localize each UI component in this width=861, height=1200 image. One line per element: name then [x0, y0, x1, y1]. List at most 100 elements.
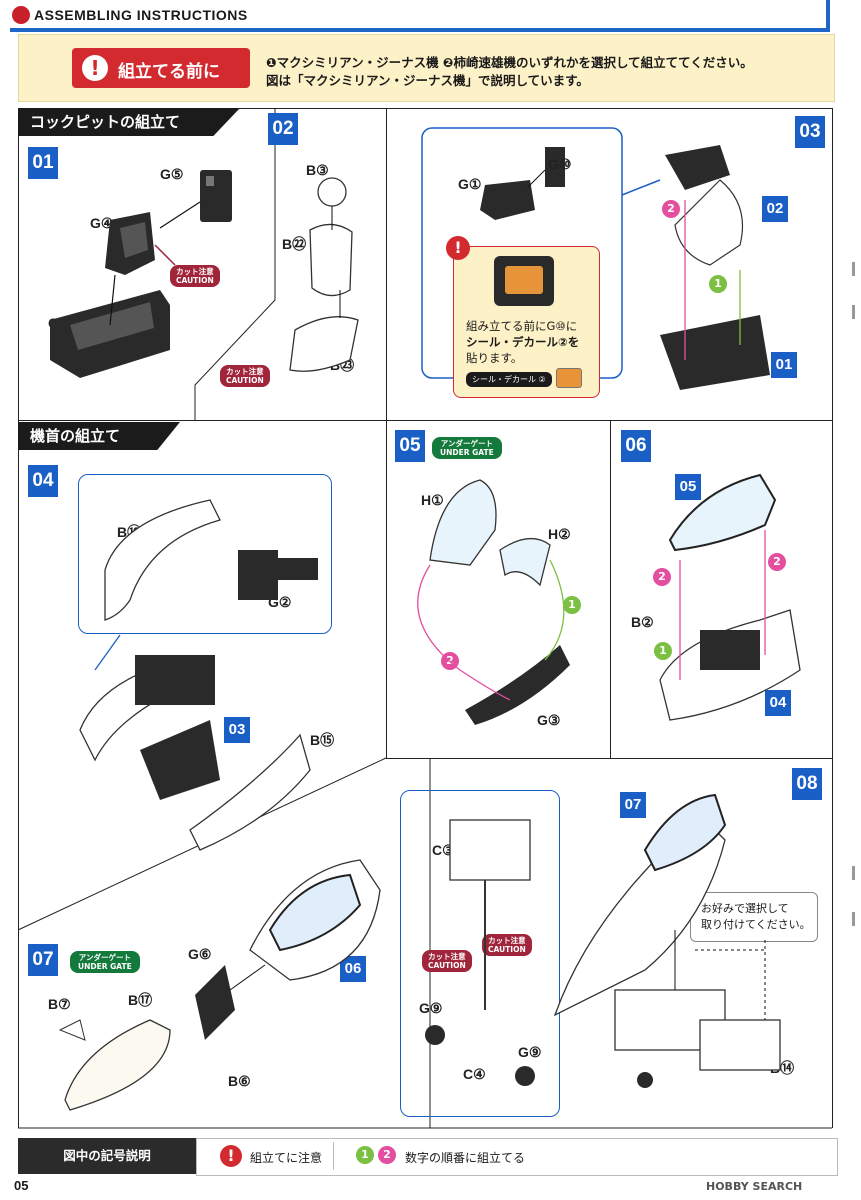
part-label-g1: G①	[458, 176, 482, 192]
step-04-ref-03: 03	[224, 717, 250, 743]
grid-line	[610, 420, 611, 758]
step-08-note-1: お好みで選択して	[701, 902, 789, 915]
step-08-ref-07: 07	[620, 792, 646, 818]
step-06-number: 06	[621, 430, 651, 462]
step-02-number: 02	[268, 113, 298, 145]
part-label-b7: B⑦	[48, 996, 71, 1012]
page-number: 05	[14, 1178, 29, 1193]
order-marker-2: 2	[653, 568, 671, 586]
margin-mark	[852, 262, 855, 276]
part-label-g6: G⑥	[188, 946, 212, 962]
step-05-illustration	[417, 479, 570, 725]
grid-line	[386, 758, 833, 759]
step-03-note-3: 貼ります。	[466, 351, 523, 365]
caution-jp: カット注意	[488, 936, 526, 945]
page-header-title: ASSEMBLING INSTRUCTIONS	[34, 7, 248, 23]
caution-en: CAUTION	[428, 961, 466, 970]
step-03-note-2: シール・デカール②を	[466, 335, 580, 349]
step-06-illustration	[659, 473, 801, 721]
under-gate-en: UNDER GATE	[440, 448, 494, 457]
watermark: HOBBY SEARCH	[706, 1180, 803, 1193]
part-label-b3: B③	[306, 162, 329, 178]
legend-divider	[333, 1142, 334, 1170]
step-03-ref-02: 02	[762, 196, 788, 222]
grid-line	[18, 420, 833, 421]
part-label-g5: G⑤	[160, 166, 184, 182]
grid-line	[386, 420, 387, 758]
notice-badge-label: 組立てる前に	[118, 62, 220, 82]
caution-jp: カット注意	[176, 267, 214, 276]
notice-line-2: 図は「マクシミリアン・ジーナス機」で説明しています。	[266, 73, 589, 88]
brand-logo-icon	[12, 6, 30, 24]
alert-icon: !	[220, 1145, 242, 1167]
part-label-c4: C④	[463, 1066, 486, 1082]
part-label-h2: H②	[548, 526, 571, 542]
caution-en: CAUTION	[176, 276, 214, 285]
step-08-number: 08	[792, 768, 822, 800]
header-rule-vertical	[826, 0, 830, 32]
part-label-b15: B⑮	[310, 732, 335, 748]
legend-box	[196, 1138, 838, 1176]
step-07-illustration	[58, 859, 381, 1111]
part-label-h1: H①	[421, 492, 444, 508]
grid-line	[18, 108, 833, 109]
part-label-c3: C③	[432, 842, 455, 858]
section-nose-title: 機首の組立て	[18, 422, 180, 450]
part-label-b17: B⑰	[128, 992, 153, 1008]
step-08-illustration	[425, 793, 781, 1088]
order-marker-2: 2	[768, 553, 786, 571]
alert-icon: !	[82, 55, 108, 81]
margin-mark	[852, 305, 855, 319]
caution-jp: カット注意	[428, 952, 466, 961]
legend-caution-text: 組立てに注意	[250, 1151, 323, 1165]
grid-line	[832, 108, 833, 1128]
grid-line	[18, 108, 19, 1128]
step-08-note-box	[690, 892, 818, 942]
step-06-ref-04: 04	[765, 690, 791, 716]
section-cockpit-title: コックピットの組立て	[18, 108, 240, 136]
step-07-number: 07	[28, 944, 58, 976]
grid-line	[386, 108, 387, 420]
part-label-g9-left: G⑨	[419, 1000, 443, 1016]
part-label-g4: G④	[90, 215, 114, 231]
sticker-icon	[556, 368, 582, 388]
part-label-b22: B㉒	[282, 236, 307, 252]
order-marker-1: 1	[654, 642, 672, 660]
part-label-b2: B②	[631, 614, 654, 630]
step-03-number: 03	[795, 116, 825, 148]
part-label-g9-right: G⑨	[518, 1044, 542, 1060]
step-04-illustration	[79, 499, 318, 851]
order-marker-2: 2	[378, 1146, 396, 1164]
step-01-number: 01	[28, 147, 58, 179]
sticker-tag: シール・デカール ②	[466, 372, 552, 387]
margin-mark	[852, 912, 855, 926]
step-03-illustration	[421, 127, 770, 390]
order-marker-1: 1	[356, 1146, 374, 1164]
caution-en: CAUTION	[226, 376, 264, 385]
under-gate-jp: アンダーゲート	[78, 953, 131, 962]
step-03-note-1: 組み立てる前にG⑩に	[466, 319, 578, 333]
part-label-g10: G⑩	[548, 156, 572, 172]
notice-line-1: ❶マクシミリアン・ジーナス機 ❷柿崎速雄機のいずれかを選択して組立ててください。	[266, 55, 753, 70]
step-01-illustration	[50, 170, 232, 378]
alert-icon: !	[446, 236, 470, 260]
margin-mark	[852, 866, 855, 880]
step-05-number: 05	[395, 430, 425, 462]
step-08-note-2: 取り付けてください。	[701, 918, 811, 931]
order-marker-2: 2	[662, 200, 680, 218]
under-gate-en: UNDER GATE	[78, 962, 132, 971]
legend-order-text: 数字の順番に組立てる	[405, 1151, 526, 1165]
part-label-g3: G③	[537, 712, 561, 728]
step-04-number: 04	[28, 465, 58, 497]
order-marker-1: 1	[709, 275, 727, 293]
step-06-ref-05: 05	[675, 474, 701, 500]
caution-en: CAUTION	[488, 945, 526, 954]
order-marker-1: 1	[563, 596, 581, 614]
legend-title: 図中の記号説明	[18, 1138, 196, 1174]
caution-jp: カット注意	[226, 367, 264, 376]
